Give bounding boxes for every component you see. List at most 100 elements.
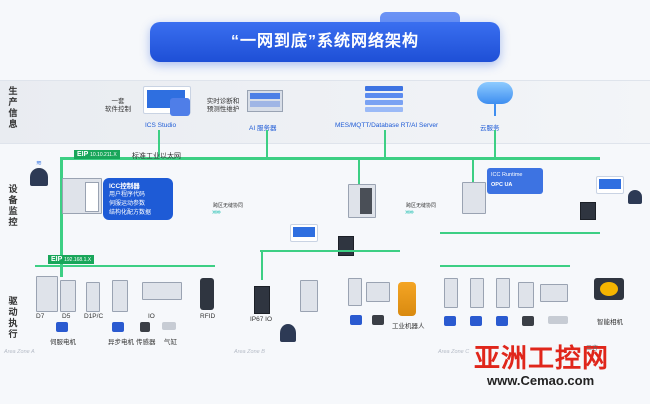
side-label-monitoring: 设备监控 xyxy=(8,184,18,227)
right-controller-device xyxy=(462,182,486,214)
zone-a-label: Area Zone A xyxy=(4,349,35,355)
sensor-icon xyxy=(140,322,150,332)
zone-c-drive-1 xyxy=(444,278,458,308)
link-mes xyxy=(384,130,386,157)
eip-bottom-ip: 192.168.1.X xyxy=(64,257,92,263)
watermark-badge: 三方 xyxy=(586,346,599,352)
industrial-robot-icon xyxy=(398,282,416,316)
ics-studio-label: ICS Studio xyxy=(145,122,177,129)
label-servo-motor: 伺服电机 xyxy=(50,339,76,346)
software-control-label: 一套 软件控制 xyxy=(105,98,131,113)
cloud-label: 云服务 xyxy=(480,125,500,132)
rfid-scanner-icon xyxy=(200,278,214,310)
bus-zone-b xyxy=(260,250,400,252)
icc-item-3: 结构化配方数据 xyxy=(109,210,152,216)
icc-item-1: 用户程序代码 xyxy=(109,192,146,198)
link-middle-controller xyxy=(358,160,360,184)
watermark-logo: 亚洲工控网 xyxy=(474,343,610,373)
io-module-rack xyxy=(142,282,182,300)
label-d7: D7 xyxy=(36,313,45,320)
cloud-pillar xyxy=(494,104,496,116)
middle-switch-icon xyxy=(338,236,354,256)
zone-c-servo-1 xyxy=(444,316,456,326)
link-left-vertical xyxy=(60,157,63,277)
eip-top-text: EIP xyxy=(77,151,89,158)
zone-b-drive-2 xyxy=(348,278,362,306)
label-d5: D5 xyxy=(62,313,71,320)
link-cloud xyxy=(494,130,496,157)
mes-label: MES/MQTT/Database RT/AI Server xyxy=(335,122,439,129)
maintenance-label: 实时诊断和 预测性维护 xyxy=(206,98,240,113)
zone-c-sensor xyxy=(522,316,534,326)
io-module xyxy=(112,280,128,312)
label-async-motor: 异步电机 xyxy=(108,339,134,346)
label-rfid: RFID xyxy=(200,313,216,320)
drive-d5 xyxy=(60,280,76,312)
opc-line-2: OPC UA xyxy=(491,182,513,188)
label-ip67: IP67 IO xyxy=(250,316,273,323)
zone-c-drive-4 xyxy=(518,282,534,308)
arrow-right-icon: ›››››› xyxy=(405,209,414,216)
link-right-controller xyxy=(472,160,474,182)
page-title: “一网到底”系统网络架构 xyxy=(230,33,419,50)
right-monitor-icon xyxy=(596,176,624,194)
label-d1p: D1P/C xyxy=(84,313,104,320)
zone-c-servo-3 xyxy=(496,316,508,326)
zone-b-sensor-icon xyxy=(372,315,384,325)
icc-controller-device xyxy=(62,178,102,214)
ethernet-bus-top xyxy=(60,157,600,160)
eip-bottom-text: EIP xyxy=(51,256,63,263)
arrow-left-label: 跨区无缝协同 xyxy=(213,203,244,209)
icc-info-card: ICC控制器 用户程序代码 伺服运动参数 结构化配方数据 xyxy=(103,178,173,220)
label-sensor: 传感器 xyxy=(136,339,156,346)
wifi-icon: ≋ xyxy=(36,160,42,167)
zone-c-drive-2 xyxy=(470,278,484,308)
eip-top-ip: 10.10.211.X xyxy=(90,152,117,158)
bus-zone-c-upper xyxy=(440,232,600,234)
zone-c-servo-2 xyxy=(470,316,482,326)
zone-c-label: Area Zone C xyxy=(438,349,470,355)
operator-icon xyxy=(30,168,48,186)
label-io: IO xyxy=(148,313,155,320)
ip67-io-module xyxy=(254,286,270,314)
label-cylinder: 气缸 xyxy=(164,339,177,346)
ai-server-label: AI 服务器 xyxy=(249,125,277,132)
zone-b-operator-icon xyxy=(280,324,296,342)
bus-zone-c-lower xyxy=(440,265,570,267)
link-ip67 xyxy=(261,250,263,280)
production-band xyxy=(0,80,650,144)
smart-camera-icon xyxy=(594,278,624,300)
cloud-icon xyxy=(477,82,513,104)
zone-b-io-rack xyxy=(366,282,390,302)
side-label-production: 生产信息 xyxy=(8,86,18,129)
middle-controller-device xyxy=(348,184,376,218)
drive-d1p xyxy=(86,282,100,312)
icc-title: ICC控制器 xyxy=(109,183,140,190)
label-robot: 工业机器人 xyxy=(392,323,425,330)
server-icon xyxy=(247,90,283,112)
zone-b-label: Area Zone B xyxy=(234,349,265,355)
opc-card: ICC Runtime OPC UA xyxy=(487,168,543,194)
zone-b-drive xyxy=(300,280,318,312)
bus-zone-a xyxy=(35,265,215,267)
link-ics xyxy=(158,130,160,157)
person-icon xyxy=(170,98,190,116)
drive-d7 xyxy=(36,276,58,312)
side-label-execution: 驱动执行 xyxy=(8,296,18,339)
zone-c-io-rack xyxy=(540,284,568,302)
zone-c-drive-3 xyxy=(496,278,510,308)
async-motor-icon xyxy=(112,322,124,332)
zone-b-servo-icon xyxy=(350,315,362,325)
eip-top-label: 标准工业以太网 xyxy=(132,153,181,160)
middle-monitor-icon xyxy=(290,224,318,242)
zone-c-cylinder xyxy=(548,316,568,324)
arrow-right-label: 跨区无缝协同 xyxy=(406,203,437,209)
link-ai xyxy=(266,130,268,157)
right-switch-icon xyxy=(580,202,596,220)
database-stack-icon xyxy=(365,84,403,114)
arrow-left-icon: ›››››› xyxy=(212,209,221,216)
watermark-url: www.Cemao.com xyxy=(487,373,595,388)
label-vision: 智能相机 xyxy=(597,319,623,326)
servo-motor-icon xyxy=(56,322,68,332)
eip-top-badge: EIP 10.10.211.X xyxy=(74,150,120,159)
